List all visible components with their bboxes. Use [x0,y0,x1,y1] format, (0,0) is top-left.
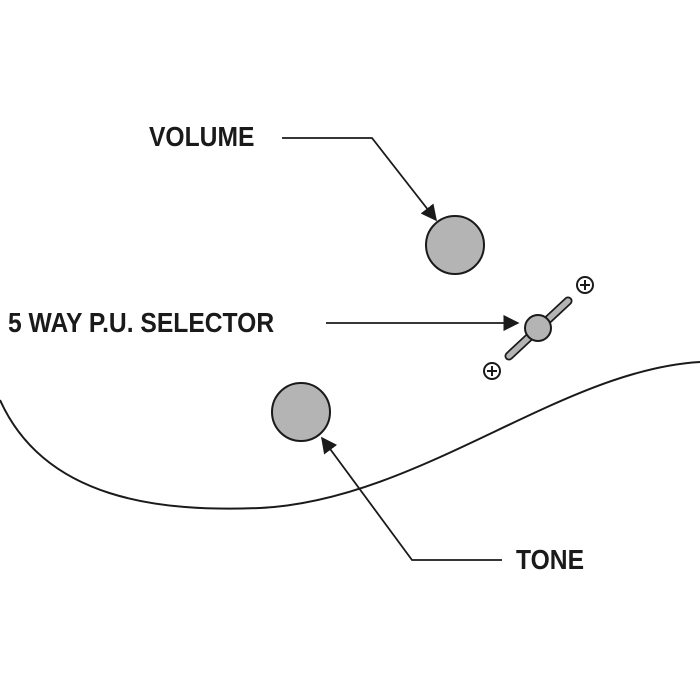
tone-label: TONE [516,544,585,575]
selector-switch [504,296,573,361]
body-outline-curve [0,361,700,510]
selector-label: 5 WAY P.U. SELECTOR [8,307,275,338]
volume-leader-arrow [282,137,437,222]
volume-knob [425,215,485,275]
tone-leader-arrow [321,436,502,561]
tone-knob [271,382,331,442]
volume-label: VOLUME [149,121,255,152]
screw-bottom-left [483,362,501,380]
screw-top-right [576,276,594,294]
selector-tip [524,314,552,342]
